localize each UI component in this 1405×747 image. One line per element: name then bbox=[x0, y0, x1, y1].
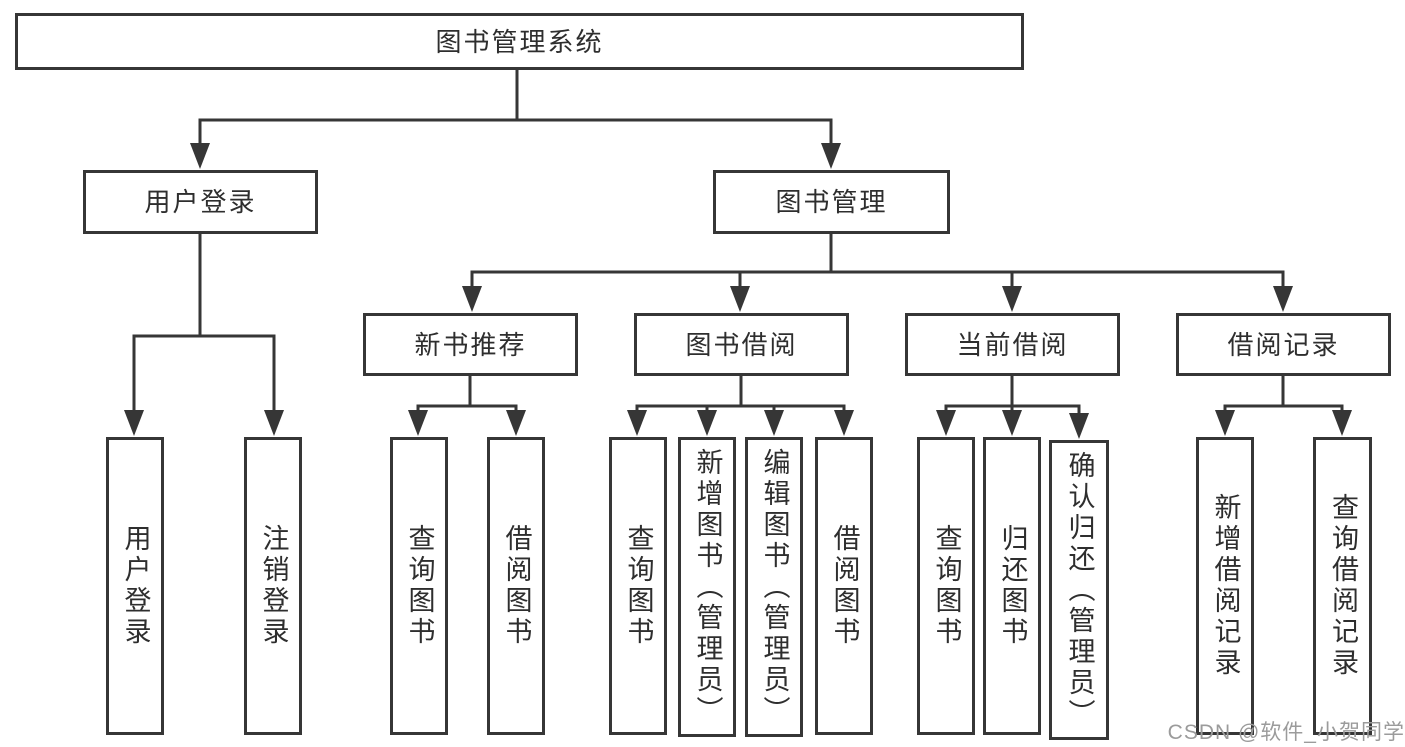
arrowhead-icon bbox=[1069, 413, 1089, 439]
node-leaf-edit-books-admin: 编辑图书（管理员） bbox=[745, 437, 803, 737]
node-leaf-return-books: 归还图书 bbox=[983, 437, 1041, 735]
node-leaf-add-borrow-record: 新增借阅记录 bbox=[1196, 437, 1254, 735]
arrowhead-icon bbox=[1215, 410, 1235, 436]
csdn-watermark: CSDN @软件_小贺同学 bbox=[1167, 721, 1405, 744]
node-leaf-user-login: 用户登录 bbox=[106, 437, 164, 735]
arrowhead-icon bbox=[124, 410, 144, 436]
node-leaf-query-books-borrowing: 查询图书 bbox=[609, 437, 667, 735]
node-leaf-confirm-return-admin: 确认归还（管理员） bbox=[1049, 440, 1109, 740]
arrowhead-icon bbox=[1002, 286, 1022, 312]
node-book-borrowing: 图书借阅 bbox=[634, 313, 849, 376]
node-leaf-add-books-admin: 新增图书（管理员） bbox=[678, 437, 736, 737]
arrowhead-icon bbox=[1002, 410, 1022, 436]
arrowhead-icon bbox=[408, 410, 428, 436]
node-current-borrowing: 当前借阅 bbox=[905, 313, 1120, 376]
arrowhead-icon bbox=[821, 143, 841, 169]
arrowhead-icon bbox=[936, 410, 956, 436]
node-leaf-query-books-current: 查询图书 bbox=[917, 437, 975, 735]
arrowhead-icon bbox=[764, 410, 784, 436]
node-borrowing-records: 借阅记录 bbox=[1176, 313, 1391, 376]
arrowhead-icon bbox=[1332, 410, 1352, 436]
arrowhead-icon bbox=[834, 410, 854, 436]
arrowhead-icon bbox=[190, 143, 210, 169]
node-leaf-query-books-recommend: 查询图书 bbox=[390, 437, 448, 735]
node-leaf-logout: 注销登录 bbox=[244, 437, 302, 735]
arrowhead-icon bbox=[697, 410, 717, 436]
node-library-management-system: 图书管理系统 bbox=[15, 13, 1024, 70]
node-leaf-query-borrow-record: 查询借阅记录 bbox=[1313, 437, 1372, 735]
node-book-management: 图书管理 bbox=[713, 170, 950, 234]
node-leaf-borrow-books-recommend: 借阅图书 bbox=[487, 437, 545, 735]
arrowhead-icon bbox=[506, 410, 526, 436]
arrowhead-icon bbox=[1273, 286, 1293, 312]
node-user-login: 用户登录 bbox=[83, 170, 318, 234]
node-new-book-recommend: 新书推荐 bbox=[363, 313, 578, 376]
arrowhead-icon bbox=[627, 410, 647, 436]
node-leaf-borrow-books: 借阅图书 bbox=[815, 437, 873, 735]
arrowhead-icon bbox=[264, 410, 284, 436]
arrowhead-icon bbox=[730, 286, 750, 312]
arrowhead-icon bbox=[462, 286, 482, 312]
